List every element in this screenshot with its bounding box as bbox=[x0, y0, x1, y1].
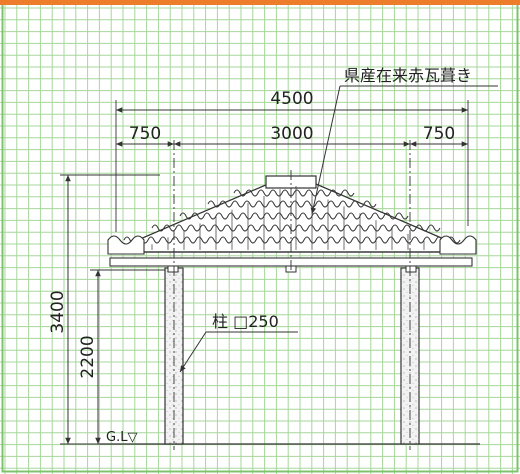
dim-total-height: 3400 bbox=[48, 290, 68, 333]
column-leader-line bbox=[179, 331, 207, 373]
roof-leader-line bbox=[310, 85, 341, 215]
horizontal-dimensions bbox=[116, 107, 468, 147]
tiled-roof bbox=[107, 175, 477, 255]
dim-left-eave: 750 bbox=[129, 124, 161, 144]
dim-overall-width: 4500 bbox=[270, 89, 313, 109]
ground-level-label: G.L▽ bbox=[106, 430, 137, 445]
column-size-label: 柱 □250 bbox=[212, 312, 279, 331]
dim-right-eave: 750 bbox=[423, 124, 455, 144]
roof-material-label: 県産在来赤瓦葺き bbox=[344, 66, 472, 85]
extension-lines bbox=[60, 100, 469, 445]
dim-span: 3000 bbox=[270, 124, 313, 144]
top-accent-band bbox=[0, 0, 520, 5]
vertical-dimensions bbox=[65, 175, 101, 444]
dim-column-height: 2200 bbox=[78, 335, 98, 378]
